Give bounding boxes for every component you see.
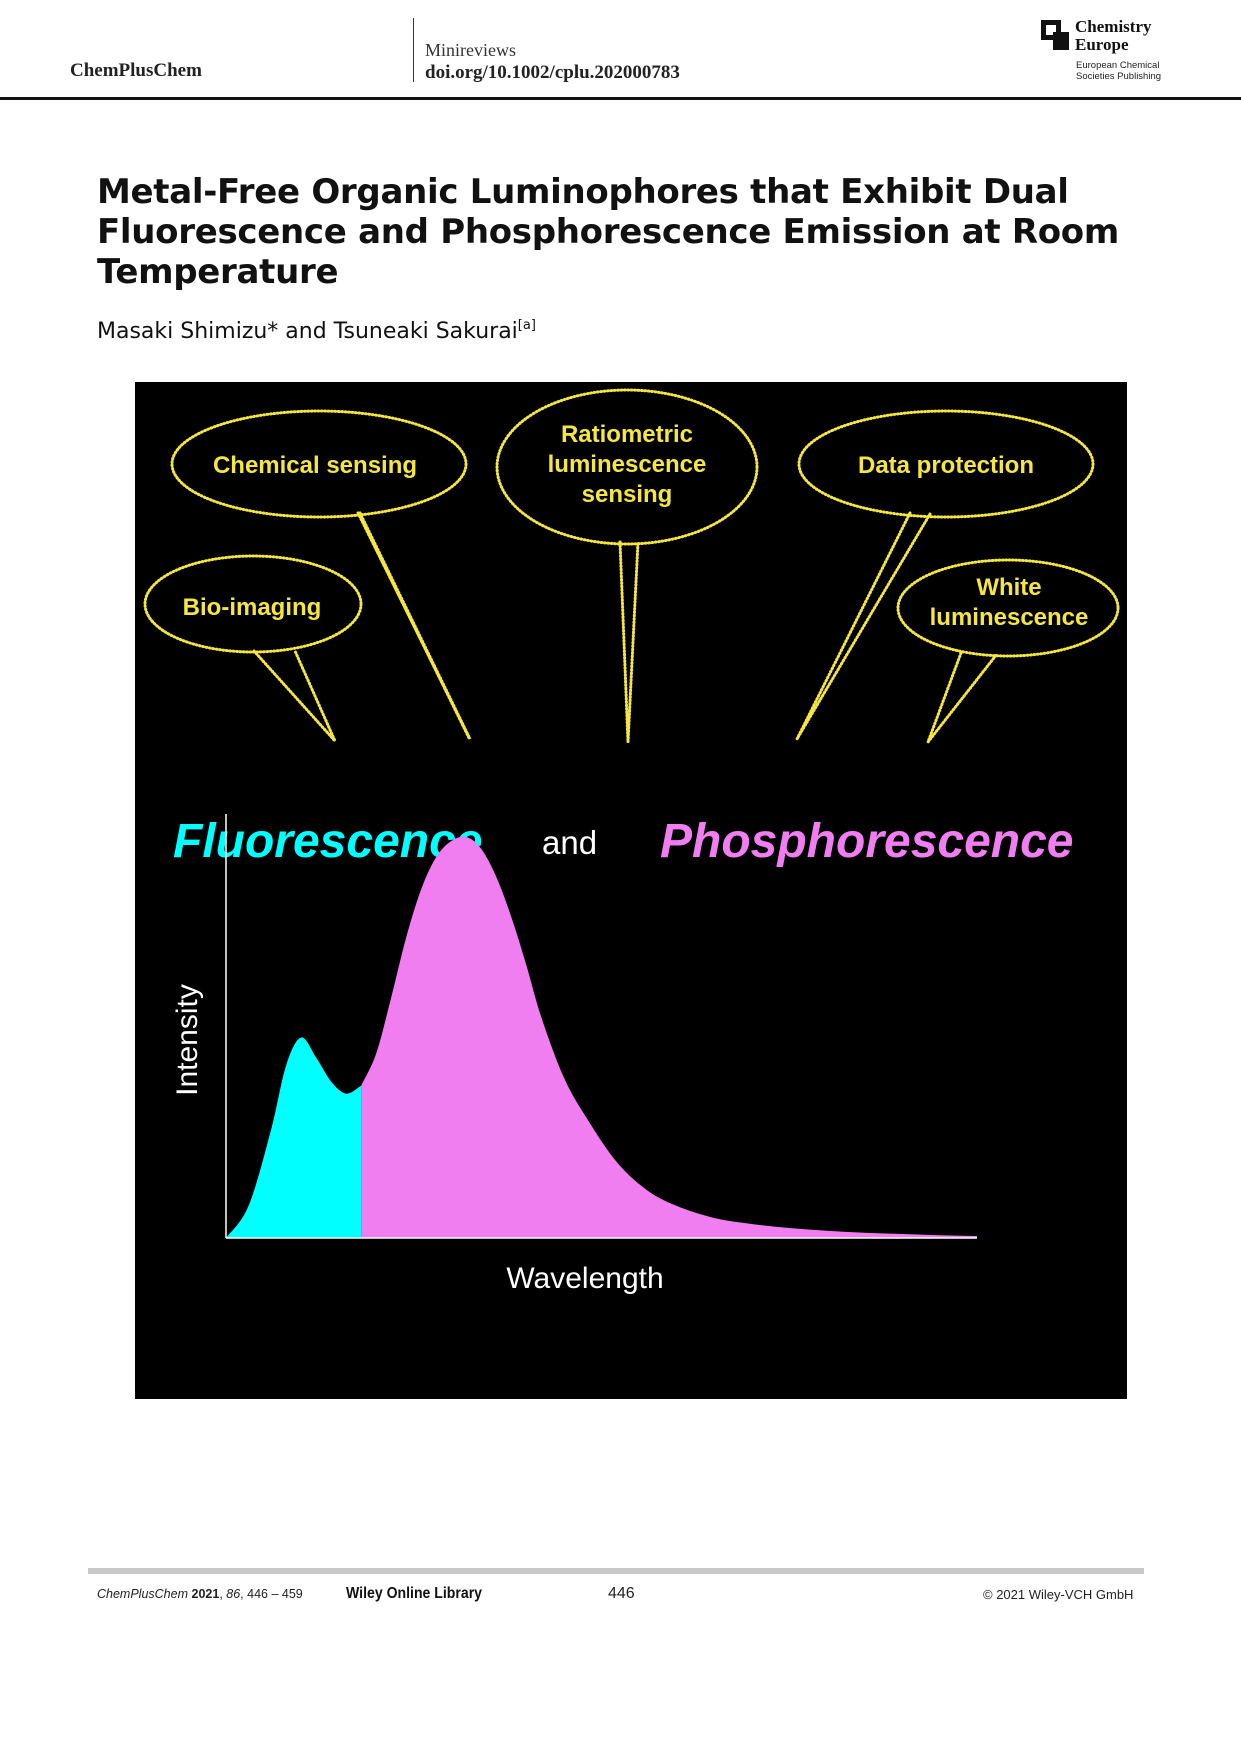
bubble-text-ratiometric-3: sensing: [582, 481, 673, 508]
footer-citation: ChemPlusChem 2021, 86, 446 – 459: [97, 1587, 303, 1601]
page-number: 446: [608, 1585, 635, 1602]
journal-name: ChemPlusChem: [70, 60, 202, 81]
bubble-ratiometric: [495, 388, 759, 546]
fluorescence-area: [226, 1037, 362, 1238]
copyright-notice: © 2021 Wiley-VCH GmbH: [983, 1587, 1134, 1602]
logo-subtitle-line2: Societies Publishing: [1076, 71, 1162, 82]
doi-link[interactable]: doi.org/10.1002/cplu.202000783: [425, 62, 680, 83]
graphical-abstract-figure: Chemical sensing Ratiometric luminescenc…: [135, 382, 1127, 1399]
affiliation-mark: [a]: [517, 318, 536, 333]
citation-year: 2021: [191, 1587, 220, 1601]
bubble-text-data-protection: Data protection: [858, 452, 1034, 479]
header-rule: [0, 97, 1241, 100]
chemistry-europe-logo-icon: [1041, 20, 1069, 50]
heading-fluorescence: Fluorescence: [173, 815, 482, 868]
tail-bio-imaging: [252, 649, 337, 743]
header-divider: [413, 18, 414, 82]
author-names: Masaki Shimizu* and Tsuneaki Sakurai: [97, 319, 518, 344]
bubble-text-ratiometric-2: luminescence: [548, 451, 707, 478]
citation-journal: ChemPlusChem: [97, 1587, 189, 1601]
author-line: Masaki Shimizu* and Tsuneaki Sakurai[a]: [97, 318, 536, 344]
logo-name-line2: Europe: [1075, 35, 1129, 54]
heading-phosphorescence: Phosphorescence: [660, 815, 1073, 868]
footer-rule: [88, 1568, 1144, 1574]
tail-white-luminescence: [926, 651, 999, 743]
heading-and: and: [542, 824, 597, 861]
article-title: Metal-Free Organic Luminophores that Exh…: [97, 172, 1119, 292]
figure-background: [135, 382, 1127, 1399]
bubble-text-chemical-sensing: Chemical sensing: [213, 452, 417, 479]
bubble-text-white-2: luminescence: [930, 604, 1089, 631]
phosphorescence-area: [361, 836, 977, 1238]
tail-data-protection: [795, 511, 932, 740]
article-section: Minireviews: [425, 40, 516, 60]
bubble-text-ratiometric-1: Ratiometric: [561, 421, 693, 448]
logo-name-line1: Chemistry: [1075, 17, 1152, 36]
emission-spectrum-plot: Wavelength Intensity: [171, 814, 977, 1295]
bubble-data-protection: [797, 409, 1095, 519]
bubble-white-luminescence: [896, 558, 1120, 658]
wiley-online-library-link[interactable]: Wiley Online Library: [346, 1585, 483, 1602]
x-axis-label: Wavelength: [506, 1262, 663, 1295]
logo-subtitle-line1: European Chemical: [1076, 60, 1160, 71]
speech-bubbles: [143, 388, 1120, 743]
citation-volume: 86: [226, 1587, 241, 1601]
bubble-chemical-sensing: [170, 409, 468, 519]
bubble-text-bio-imaging: Bio-imaging: [183, 594, 322, 621]
tail-ratiometric: [618, 540, 640, 743]
citation-pages: 446 – 459: [247, 1587, 303, 1601]
tail-chemical-sensing-edge: [357, 512, 471, 740]
bubble-text-white-1: White: [976, 574, 1041, 601]
y-axis-label: Intensity: [171, 984, 204, 1096]
